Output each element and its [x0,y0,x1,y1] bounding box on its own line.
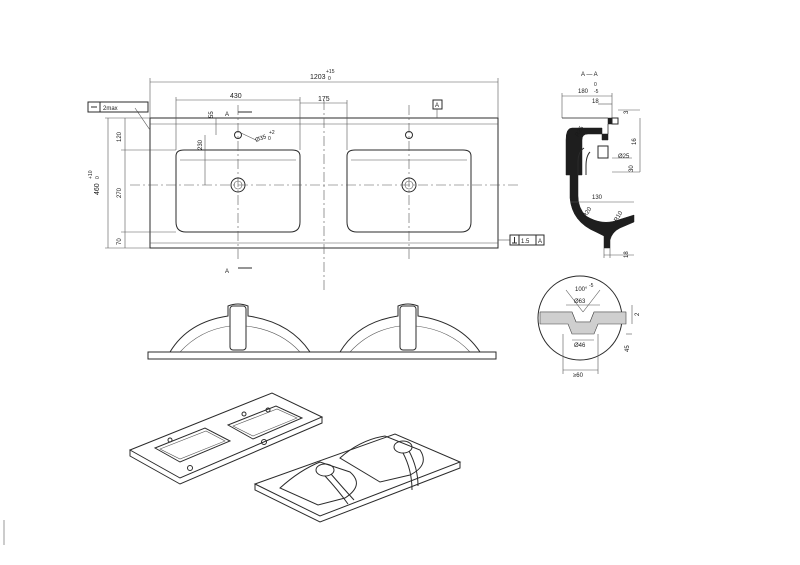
section-overflow-pipe-inner [585,151,591,175]
front-right-bowl-inner2 [415,325,471,353]
iso-bottom-bowl-right [339,435,424,483]
section-marker-bottom: A [225,269,229,275]
tolerance-frame [509,234,545,246]
dim-175: 175 [318,96,330,103]
iso-tap-hole-2 [265,407,271,413]
iso-left-basin [153,427,232,463]
dim-hole: Ø35 [255,134,268,144]
right-basin-outline [346,149,472,233]
iso-left-basin-inner [159,430,226,460]
iso-bottom-slab-edge [254,462,461,523]
dim-18-bottom: 18 [624,251,630,258]
iso-right-tap-hole [241,411,247,417]
tolerance-value: 1.5 [521,239,530,245]
datum-box [432,99,443,110]
iso-bottom-pipe-right [402,450,419,491]
drain-detail: 100° -5 Ø63 Ø46 ≥60 2 45 [537,275,641,379]
iso-right-drain [261,439,267,445]
iso-right-basin [226,405,304,440]
detail-angle-line [582,289,601,313]
flatness-note: 2max [103,106,118,112]
section-overflow-pipe [577,147,585,175]
iso-left-drain [187,465,193,471]
dim-130: 130 [592,195,603,201]
front-view [147,303,497,360]
dim-270: 270 [117,187,123,198]
iso-bottom-slab [253,433,462,517]
dim-120: 120 [117,131,123,142]
leader-hole [240,132,257,141]
tolerance-datum: A [538,239,542,245]
section-profile [562,117,635,249]
iso-top-slab-edge [129,417,323,485]
perpendicularity-symbol [512,237,517,244]
detail-dim-63: Ø63 [574,299,586,305]
front-slab [147,351,497,360]
iso-bottom-bowl-left [279,461,357,506]
dim-180-tol2: -5 [594,89,599,95]
dim-R25: R25 [575,125,586,138]
dim-230: 230 [198,139,204,150]
dim-30: 30 [629,165,635,172]
dim-hole-tol: +2 [269,130,275,136]
dim-180-tol: 0 [594,82,597,88]
isometric-bottom-view [253,433,462,523]
front-right-bowl-inner [349,325,401,353]
section-view: A — A 180 0 -5 18 3 16 Ø25 30 R25 130 R2… [561,72,641,258]
dim-3: 3 [624,110,630,114]
section-title: A — A [581,72,598,78]
detail-angle-tol: -5 [589,283,594,289]
dim-phi25: Ø25 [618,154,630,160]
dim-R20: R20 [583,206,594,219]
detail-angle-line [565,289,584,313]
dim-overall-width-tol2: 0 [328,76,331,82]
dim-overall-width: 1203 [310,74,326,81]
detail-dim-side: 45 [625,345,631,352]
detail-dim-bottom: ≥60 [573,373,584,379]
detail-section-fill [539,311,627,335]
dim-R10: R10 [614,210,625,223]
section-tap-lip [611,117,619,125]
dim-depth-tol2: 0 [95,176,101,179]
front-right-drain [399,305,417,351]
dim-16: 16 [632,138,638,145]
dim-70: 70 [117,238,123,245]
section-marker-top: A [225,112,229,118]
top-view: 1203 +15 0 430 175 55 230 Ø35 +2 0 A A 4… [87,69,545,290]
dim-18-top: 18 [592,99,599,105]
detail-angle: 100° [575,287,588,293]
front-left-bowl-inner [179,325,231,353]
front-right-bowl [339,303,481,353]
dim-hole-tol2: 0 [268,136,271,142]
dim-depth-tol: +10 [88,170,94,179]
datum-box-label: A [435,103,439,109]
iso-left-tap-hole [167,437,173,443]
front-left-bowl-inner2 [245,325,301,353]
dim-overall-width-tol: +15 [326,69,335,75]
section-overflow-hole [597,145,609,159]
dim-430: 430 [230,93,242,100]
isometric-top-view [128,392,324,485]
front-left-bowl [169,303,311,353]
iso-right-basin-inner [232,408,298,437]
iso-bottom-pipe-left [324,473,355,505]
detail-dim-2: 2 [635,312,641,316]
detail-dim-46: Ø46 [574,343,586,349]
left-basin-outline [175,149,301,233]
dim-55: 55 [209,111,215,118]
dim-depth: 460 [94,183,101,195]
flatness-note-box [87,101,149,113]
front-left-drain [229,305,247,351]
dim-180: 180 [578,89,589,95]
